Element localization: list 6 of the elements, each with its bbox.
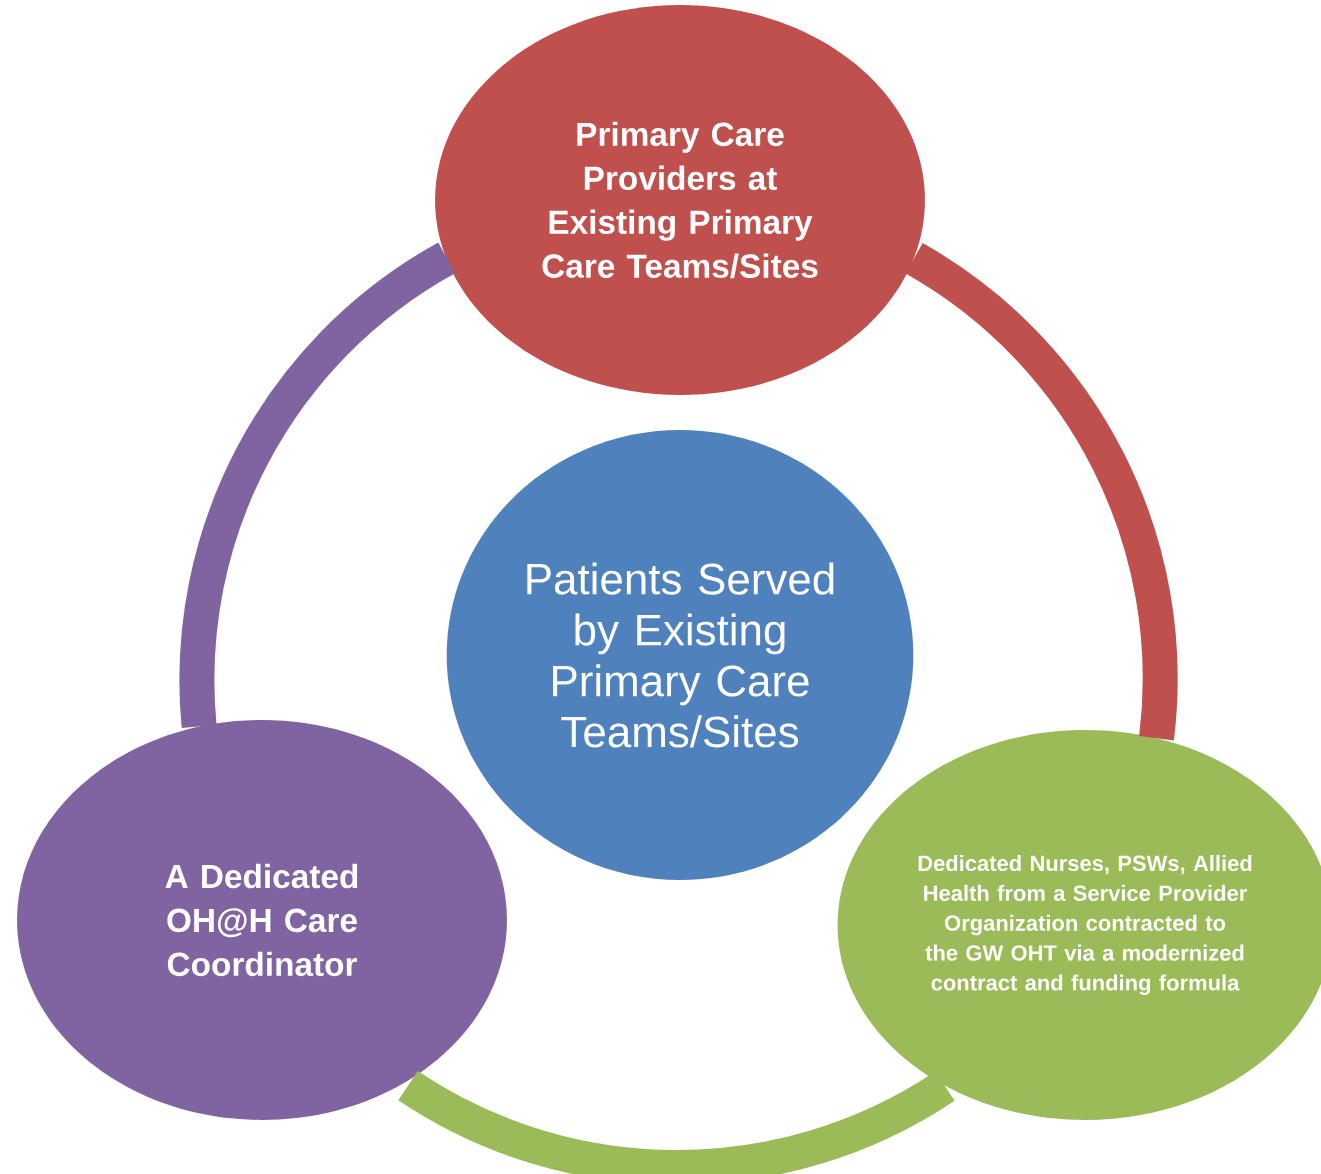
ellipse-node: Primary Care Providers at Existing Primary Care Teams/Sites [435,5,925,395]
circle-node: Patients Served by Existing Primary Care Teams/Sites [446,430,914,880]
ring-arc [399,1070,954,1174]
ring-arc [904,243,1178,740]
ellipse-node: A Dedicated OH@H Care Coordinator [17,720,507,1120]
ring-arc [179,242,456,728]
